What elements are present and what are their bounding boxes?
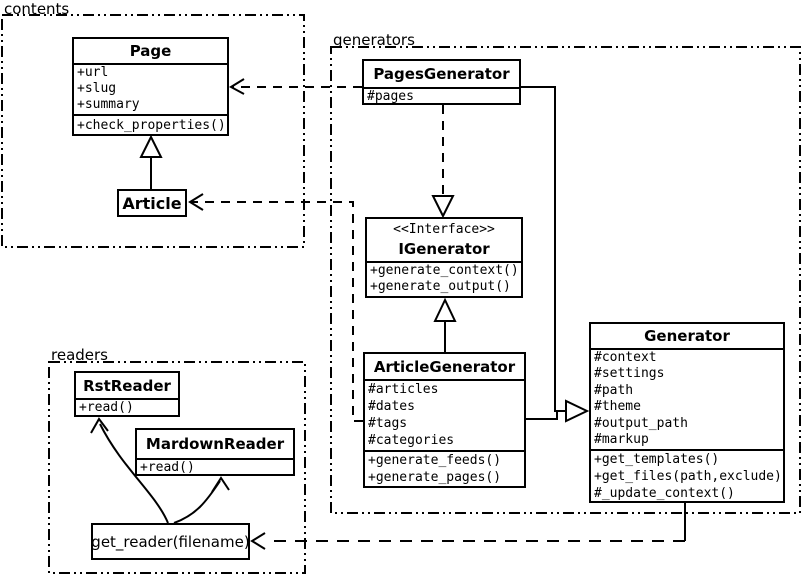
dependency-arrow-pagesgenerator-page <box>228 78 245 95</box>
class-mardownreader-name: MardownReader <box>145 435 285 453</box>
method-row: #_update_context() <box>594 486 735 501</box>
dependency-line-articlegenerator-article <box>191 201 363 422</box>
call-line-getreader-mardownreader <box>173 480 221 524</box>
realization-arrow-pagesgenerator-igenerator <box>431 195 455 219</box>
inheritance-arrow-articlegenerator-igenerator <box>433 297 457 322</box>
class-igenerator-header: <<Interface>> IGenerator <box>367 219 521 261</box>
call-arrow-getreader-rstreader <box>90 417 109 434</box>
attribute-row: #theme <box>594 399 641 415</box>
class-igenerator-stereotype: <<Interface>> <box>393 222 495 237</box>
method-row: +generate_output() <box>370 279 511 294</box>
class-generator-attributes: #context #settings #path #theme #output_… <box>591 348 783 449</box>
inheritance-arrow-to-generator <box>565 399 590 423</box>
class-rstreader: RstReader +read() <box>74 371 180 417</box>
call-arrow-getreader-mardownreader <box>211 476 230 493</box>
method-row: +get_templates() <box>594 452 720 467</box>
class-igenerator-methods: +generate_context() +generate_output() <box>367 261 521 296</box>
class-pagesgenerator-attributes: #pages <box>364 87 519 103</box>
package-generators-frame <box>330 46 801 514</box>
call-line-getreader-rstreader <box>99 423 169 524</box>
method-row: +get_files(path,exclude) <box>594 469 780 484</box>
dependency-arrow-articlegenerator-article <box>188 193 204 211</box>
attribute-row: #dates <box>368 399 415 414</box>
class-page-name: Page <box>129 42 172 60</box>
class-pagesgenerator: PagesGenerator #pages <box>362 59 521 105</box>
package-readers-frame <box>48 361 306 574</box>
method-row: +generate_pages() <box>368 470 502 485</box>
attribute-row: +summary <box>77 97 140 112</box>
class-rstreader-methods: +read() <box>76 398 178 415</box>
method-row: +check_properties() <box>77 118 224 133</box>
class-generator-name: Generator <box>644 327 730 345</box>
attribute-row: +url <box>77 65 109 80</box>
class-mardownreader: MardownReader +read() <box>135 428 295 476</box>
attribute-row: #categories <box>368 433 455 448</box>
class-articlegenerator-name: ArticleGenerator <box>373 357 516 376</box>
class-articlegenerator-attributes: #articles #dates #tags #categories <box>365 379 524 450</box>
class-igenerator: <<Interface>> IGenerator +generate_conte… <box>365 217 523 298</box>
attribute-row: #pages <box>367 89 414 103</box>
attribute-row: #markup <box>594 432 649 448</box>
attribute-row: #articles <box>368 382 439 397</box>
class-page: Page +url +slug +summary +check_properti… <box>72 37 229 136</box>
dependency-arrow-generator-getreader <box>250 532 266 550</box>
method-row: +generate_feeds() <box>368 453 502 468</box>
attribute-row: +slug <box>77 81 117 96</box>
class-articlegenerator: ArticleGenerator #articles #dates #tags … <box>363 352 526 488</box>
attribute-row: #path <box>594 382 634 398</box>
attribute-row: #tags <box>368 416 408 431</box>
attribute-row: #settings <box>594 366 665 382</box>
inheritance-arrow-article-page <box>139 134 163 158</box>
package-label-readers: readers <box>51 346 108 364</box>
class-article: Article <box>117 189 187 217</box>
class-page-methods: +check_properties() <box>74 114 227 134</box>
class-mardownreader-methods: +read() <box>137 458 293 474</box>
function-get-reader: get_reader(filename) <box>91 523 250 560</box>
package-label-generators: generators <box>333 31 415 49</box>
class-pagesgenerator-name: PagesGenerator <box>373 65 510 83</box>
package-label-contents: contents <box>4 0 70 18</box>
class-rstreader-name: RstReader <box>83 376 171 395</box>
class-igenerator-name: IGenerator <box>398 240 490 258</box>
class-page-attributes: +url +slug +summary <box>74 63 227 114</box>
inheritance-line-articlegenerator-generator <box>526 411 558 420</box>
class-generator: Generator #context #settings #path #them… <box>589 322 785 503</box>
attribute-row: #output_path <box>594 415 688 431</box>
class-generator-methods: +get_templates() +get_files(path,exclude… <box>591 449 783 501</box>
class-articlegenerator-methods: +generate_feeds() +generate_pages() <box>365 450 524 486</box>
method-row: +read() <box>79 400 134 415</box>
method-row: +generate_context() <box>370 263 518 278</box>
package-contents-frame <box>1 14 305 248</box>
inheritance-line-pagesgenerator-generator <box>521 86 566 412</box>
attribute-row: #context <box>594 350 657 365</box>
method-row: +read() <box>140 460 195 474</box>
